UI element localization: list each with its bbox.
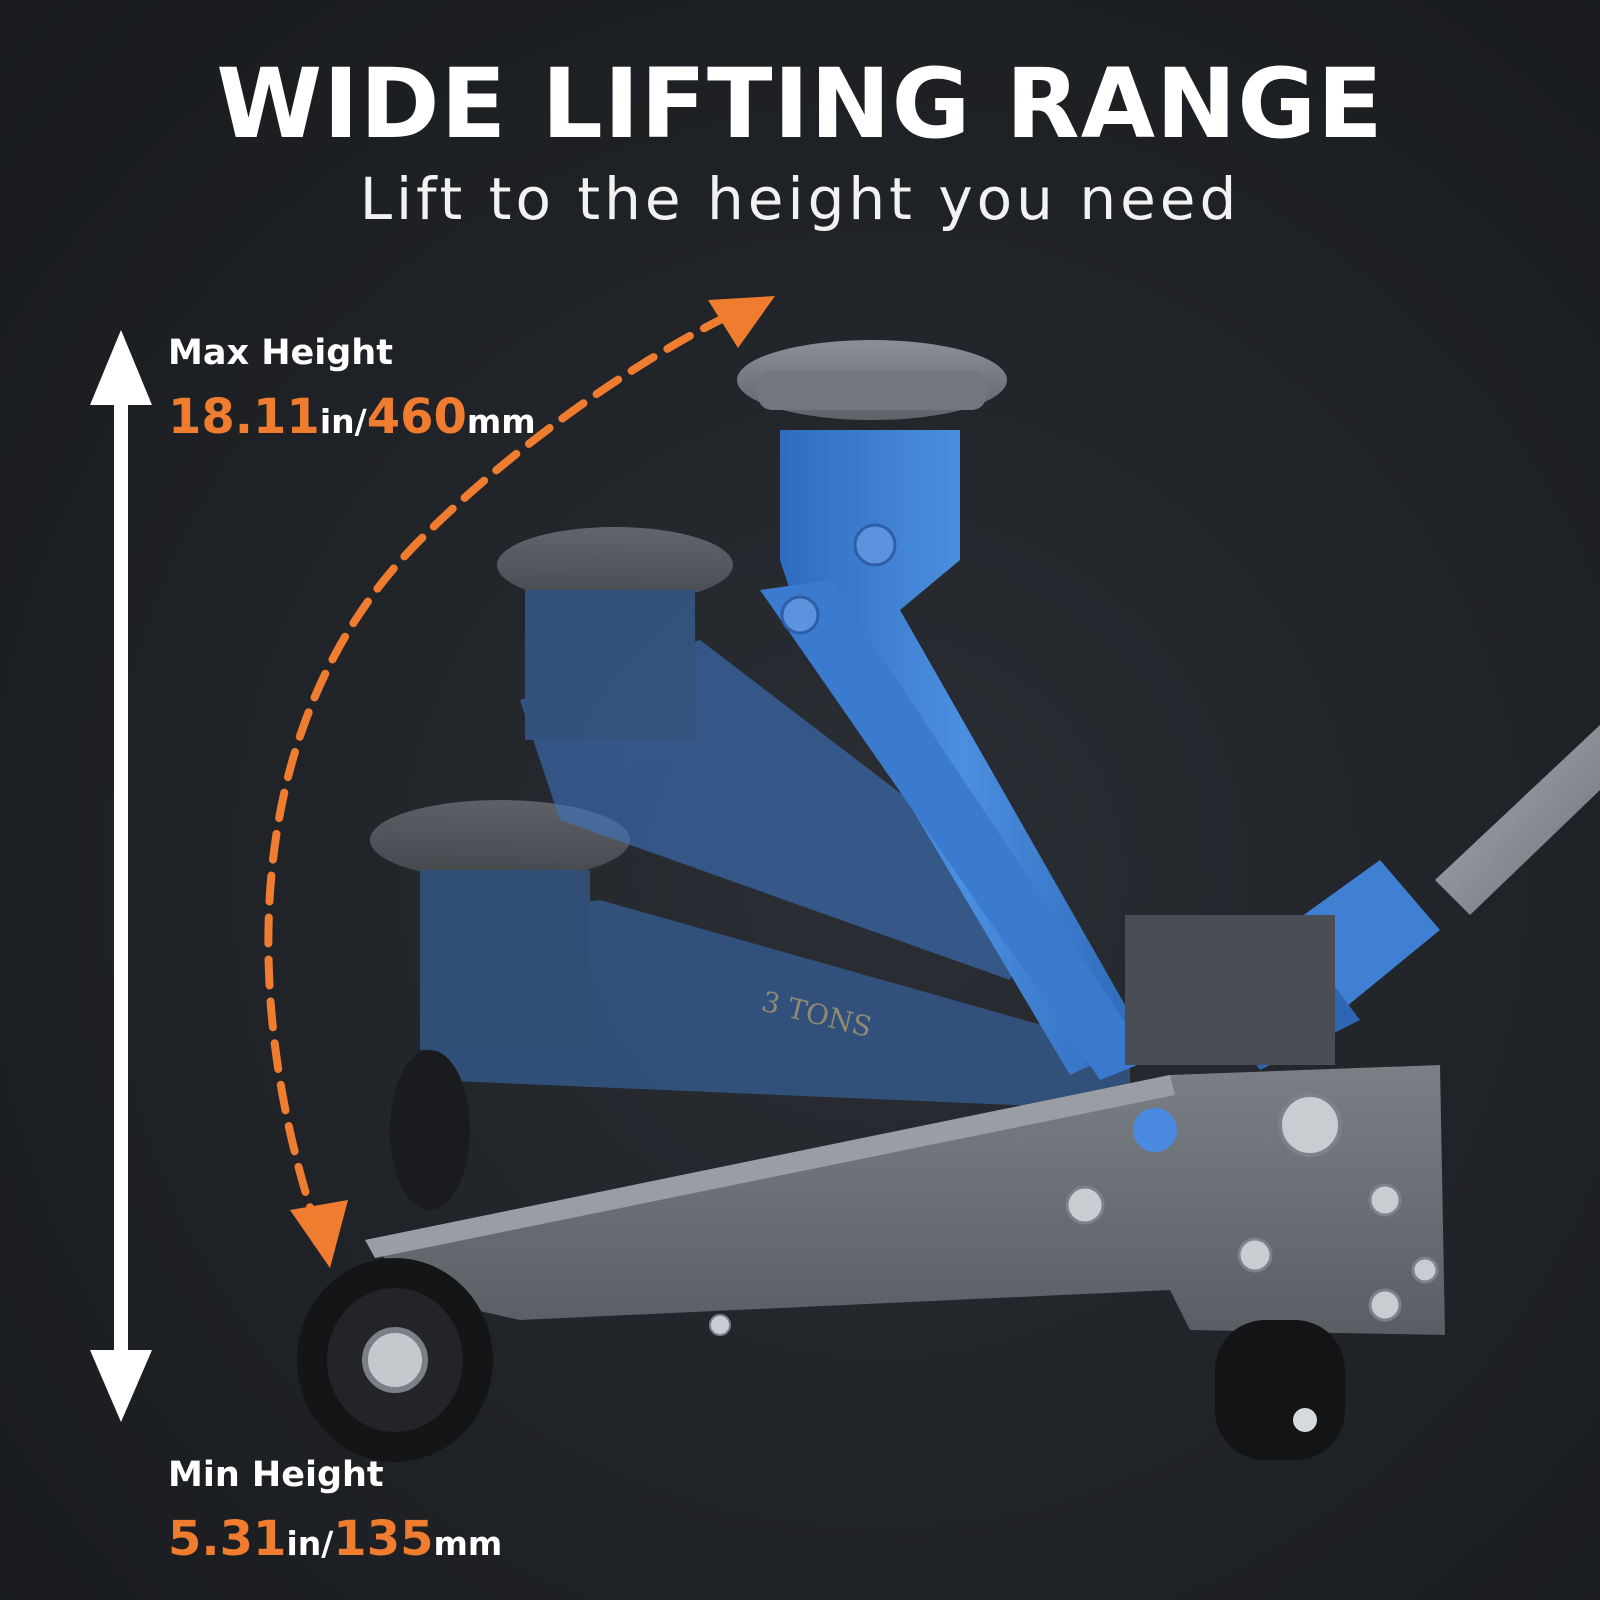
max-height-inch-unit: in/ [319, 401, 367, 441]
min-height-mm-unit: mm [433, 1523, 503, 1563]
max-height-spec: Max Height 18.11in/460mm [168, 334, 536, 443]
jack-frame [365, 915, 1445, 1336]
min-height-mm-value: 135 [333, 1510, 434, 1567]
max-height-inch-value: 18.11 [168, 388, 320, 445]
page-subtitle: Lift to the height you need [359, 165, 1241, 233]
min-height-value: 5.31in/135mm [168, 1510, 503, 1567]
min-height-inch-unit: in/ [286, 1523, 334, 1563]
max-height-value: 18.11in/460mm [168, 388, 536, 445]
min-height-inch-value: 5.31 [168, 1510, 287, 1567]
max-height-mm-value: 460 [366, 388, 467, 445]
max-height-mm-unit: mm [466, 401, 536, 441]
max-height-label: Max Height [168, 333, 393, 373]
page-title: WIDE LIFTING RANGE [216, 48, 1384, 160]
back-wheel-left [390, 1050, 470, 1210]
min-height-spec: Min Height 5.31in/135mm [168, 1456, 502, 1565]
double-arrow-icon [90, 330, 152, 1422]
front-wheel [297, 1258, 493, 1462]
rear-wheel [1215, 1320, 1345, 1460]
curved-dashed-arrow-icon [264, 296, 775, 1268]
min-height-label: Min Height [168, 1455, 384, 1495]
jack-arm-high [737, 340, 1150, 1080]
jack-arm-mid [497, 527, 1040, 980]
